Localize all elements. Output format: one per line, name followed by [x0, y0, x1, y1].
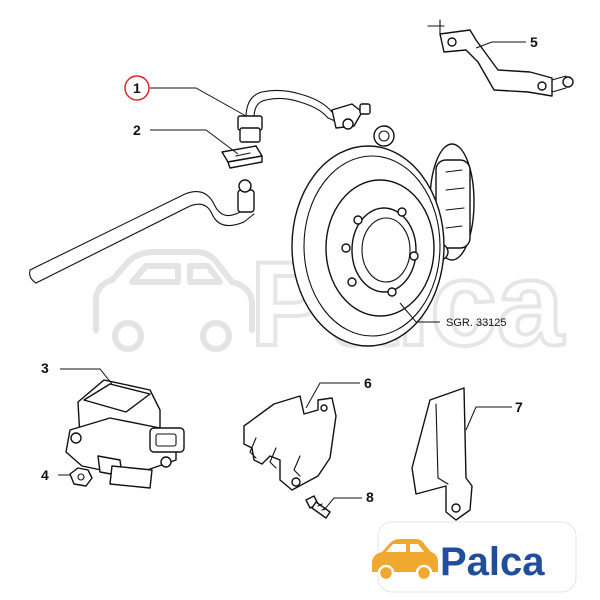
callout-4: 4 — [41, 467, 49, 483]
part-4-nut — [69, 467, 93, 487]
callout-1-highlight — [124, 75, 150, 101]
part-5-bracket — [427, 19, 574, 97]
car-icon — [372, 539, 438, 582]
part-7-plate — [411, 387, 473, 521]
leader-lines — [58, 41, 526, 511]
part-3-sensor — [65, 379, 185, 489]
callout-1: 1 — [133, 80, 141, 96]
callout-7: 7 — [515, 399, 523, 415]
callout-5: 5 — [530, 34, 538, 50]
palca-logo: Palca — [372, 521, 577, 593]
watermark-car-icon — [93, 249, 255, 352]
part-2-clip — [221, 145, 263, 169]
logo-text: Palca — [440, 540, 545, 584]
brake-pipe — [29, 179, 255, 284]
callout-2: 2 — [133, 122, 141, 138]
part-1-brake-hose — [237, 89, 371, 143]
reference-label: SGR. 33125 — [446, 317, 507, 329]
callout-3: 3 — [41, 360, 49, 376]
part-6-bracket — [243, 395, 337, 491]
callout-8: 8 — [366, 489, 374, 505]
brake-disc — [291, 125, 475, 347]
callout-6: 6 — [364, 375, 372, 391]
